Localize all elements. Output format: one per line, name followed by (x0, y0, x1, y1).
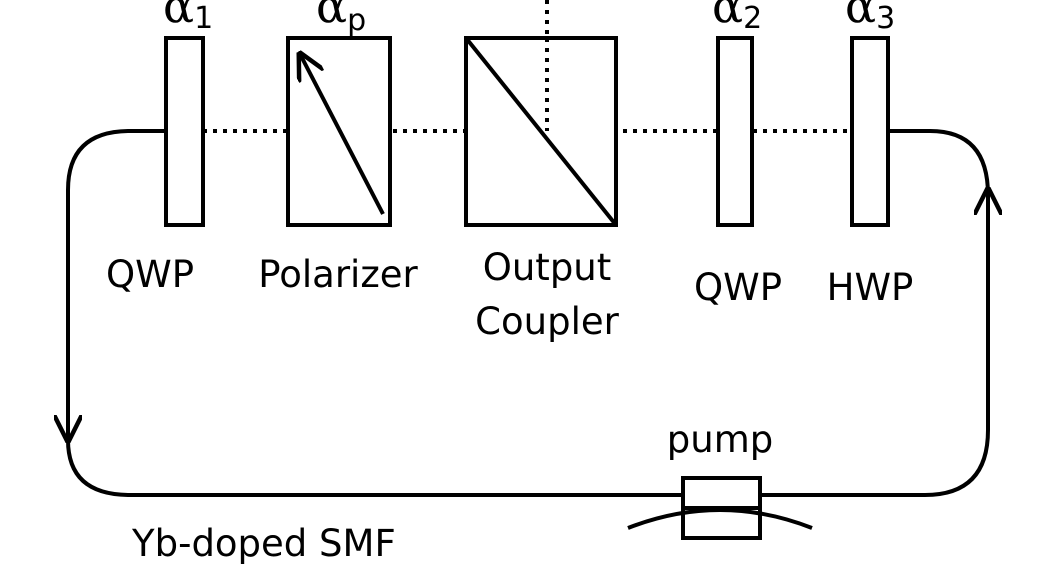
qwp1-angle-label: α1 (163, 0, 213, 36)
pump-fiber (627, 508, 813, 530)
fiber-bottom-left (66, 430, 683, 497)
pump-label: pump (667, 418, 773, 461)
hwp-plate (850, 36, 890, 227)
qwp2-plate (716, 36, 754, 227)
hwp-angle-label: α3 (845, 0, 895, 36)
polarizer-angle-label: αp (316, 0, 366, 38)
fiber-bottom-right (760, 190, 988, 497)
fiber-label: Yb-doped SMF (131, 522, 396, 565)
output-coupler-label-line1: Output (483, 246, 612, 289)
qwp2-angle-label: α2 (712, 0, 762, 36)
qwp1-label: QWP (106, 253, 194, 296)
fiber-right-top (888, 129, 990, 196)
qwp2-label: QWP (694, 266, 782, 309)
polarizer-axis-arrow (300, 54, 385, 215)
fiber-left-segment (68, 129, 166, 440)
output-coupler-diagonal (464, 36, 618, 227)
hwp-label: HWP (827, 266, 914, 309)
qwp1-plate (164, 36, 205, 227)
polarizer-label: Polarizer (258, 253, 418, 296)
output-coupler-label-line2: Coupler (475, 300, 619, 343)
